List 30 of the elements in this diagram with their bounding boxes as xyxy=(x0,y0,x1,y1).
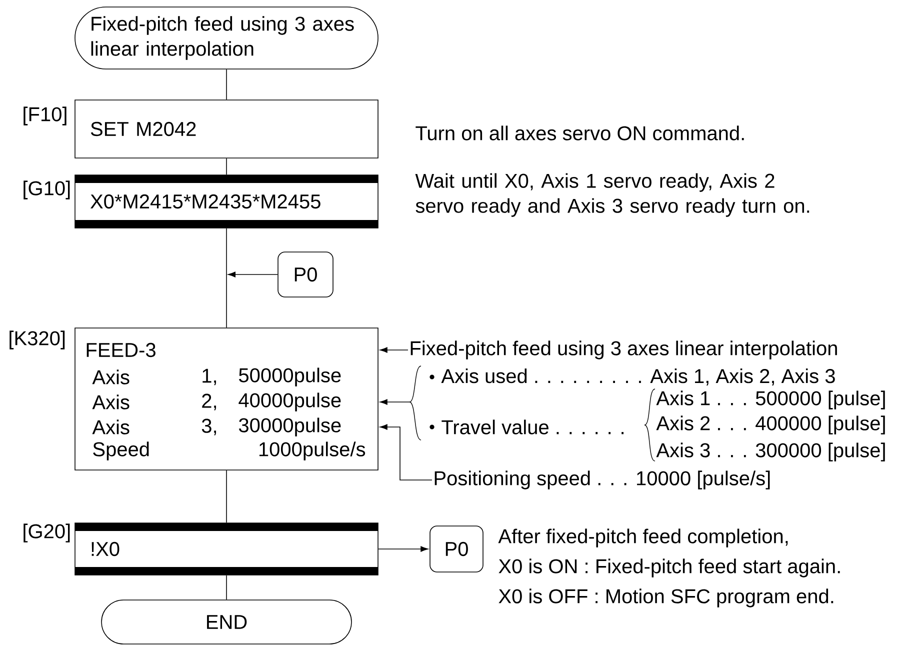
step-number: [G20] xyxy=(24,524,70,542)
connector-line xyxy=(226,470,227,523)
connector-line xyxy=(226,158,227,175)
arrow xyxy=(380,347,408,353)
arrow xyxy=(380,424,432,480)
comment-text: X0 is OFF : Motion SFC program end. xyxy=(498,588,834,608)
comment-text: Wait until X0, Axis 1 servo ready, Axis 2 servo ready and Axis 3 servo ready turn on. xyxy=(415,173,810,217)
annotation-text: Positioning speed . . . 10000 [pulse/s] xyxy=(434,470,770,490)
comment-text: X0 is ON : Fixed-pitch feed start again. xyxy=(498,558,840,578)
comment-text: Turn on all axes servo ON command. xyxy=(416,126,744,140)
transition-box: !X0 xyxy=(74,522,378,576)
step-number: [G10] xyxy=(24,180,70,200)
arrow xyxy=(228,272,278,278)
terminal-box: END xyxy=(101,600,352,644)
pointer-box: P0 xyxy=(278,252,334,298)
connector-line xyxy=(226,69,227,100)
annotation-text: Axis used . . . . . . . . . Axis 1, Axis 2, Axis 3 Travel value . . . . . . Axis 1 . . . 500000 [pulse] Axis 2 . . . 400000 [pulse] Axis 3 . . . 300000 [pulse] xyxy=(410,366,885,462)
arrow xyxy=(380,399,410,405)
transition-box: X0*M2415*M2435*M2455 xyxy=(74,174,378,228)
step-box: SET M2042 xyxy=(74,100,378,158)
step-number: [K320] xyxy=(10,330,65,350)
annotation-text: Fixed-pitch feed using 3 axes linear interpolation xyxy=(410,340,837,360)
arrow xyxy=(378,546,428,552)
pointer-box: P0 xyxy=(430,526,484,572)
comment-text: After fixed-pitch feed completion, xyxy=(498,528,788,548)
program-box: FEED-3 Axis 1, 50000pulse Axis 2, 40000pulse Axis 3, 30000pulse Speed 1000pulse/s xyxy=(74,328,378,470)
connector-line xyxy=(226,575,227,600)
terminal-box: Fixed-pitch feed using 3 axes linear interpolation xyxy=(74,6,378,70)
connector-line xyxy=(226,228,227,328)
step-number: [F10] xyxy=(24,106,66,126)
